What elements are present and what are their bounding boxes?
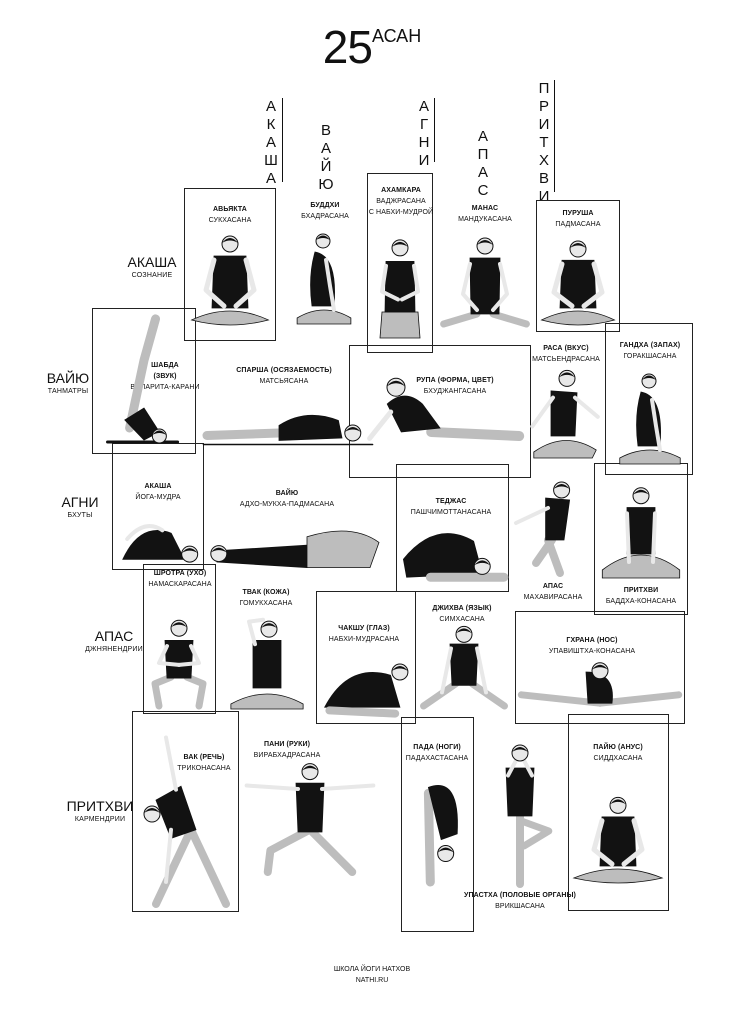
row-sublabel: СОЗНАНИЕ [131, 272, 173, 279]
pose-figure-chakshu [324, 663, 409, 718]
asana-label-rupa: РУПА (ФОРМА, ЦВЕТ)БХУДЖАНГАСАНА [416, 377, 494, 395]
asana-label-jihva: ДЖИХВА (ЯЗЫК)СИМХАСАНА [432, 605, 492, 623]
pose-figure-tejas [402, 533, 509, 582]
column-line-prithvi [554, 80, 555, 192]
frame-rupa [349, 345, 531, 478]
frame-chakshu [316, 591, 416, 724]
pose-figure-vayu-agni [210, 530, 380, 569]
pose-figure-shrotra [151, 619, 207, 710]
pose-figure-rasa [530, 369, 600, 459]
column-line-agni [434, 98, 435, 162]
frame-purusha [536, 200, 620, 332]
column-header-vayu: В А Й Ю [318, 122, 334, 193]
row-sublabel: КАРМЕНДРИИ [74, 816, 126, 823]
pose-figure-sparsha [202, 414, 374, 446]
frame-ahamkara [367, 173, 433, 353]
row-label: ПРИТХВИ [66, 798, 134, 814]
pose-figure-manas [440, 237, 530, 328]
row-header-agni: АГНИ БХУТЫ [40, 494, 120, 519]
pose-figure-vak [143, 735, 230, 908]
row-label: АГНИ [61, 494, 99, 510]
frame-pada [401, 717, 474, 932]
frame-shrotra [143, 564, 216, 714]
pose-figure-upastha [505, 744, 553, 888]
frame-payu [568, 714, 669, 911]
column-header-apas: А П А С [477, 128, 489, 199]
frame-gandha [605, 323, 693, 475]
asana-label-chakshu: ЧАКШУ (ГЛАЗ)НАБХИ-МУДРАСАНА [328, 625, 400, 643]
pose-figure-purusha [540, 240, 616, 326]
column-header-akasha: А К А Ш А [264, 98, 278, 187]
asana-label-pada: ПАДА (НОГИ)ПАДАХАСТАСАНА [405, 744, 469, 762]
column-header-prithvi: П Р И Т Х В И [538, 80, 550, 205]
title-number: 25 [322, 21, 373, 73]
asana-label-sparsha: СПАРША (ОСЯЗАЕМОСТЬ)МАТСЬЯСАНА [236, 367, 332, 385]
row-header-apas: АПАС ДЖНЯНЕНДРИИ [74, 628, 154, 653]
pose-figure-rupa [367, 377, 525, 441]
pose-figure-prithvi-agni [601, 487, 681, 579]
pose-figure-payu [572, 796, 664, 884]
asana-label-pani: ПАНИ (РУКИ)ВИРАБХАДРАСАНА [253, 741, 321, 759]
row-label: АКАША [127, 254, 177, 270]
column-line-akasha [282, 98, 283, 182]
poster-title: 25АСАН [0, 20, 744, 74]
asana-label-tvak: ТВАК (КОЖА)ГОМУКХАСАНА [239, 589, 293, 607]
asana-label-payu: ПАЙЮ (АНУС)СИДДХАСАНА [593, 744, 643, 762]
asana-label-ghrana: ГХРАНА (НОС)УПАВИШТХА-КОНАСАНА [548, 637, 636, 655]
pose-figure-tvak [230, 617, 304, 710]
pose-figure-ahamkara [379, 239, 421, 339]
pose-figure-pani [244, 763, 376, 876]
pose-figure-pada [423, 785, 458, 887]
asana-label-rasa: РАСА (ВКУС)МАТСЬЕНДРАСАНА [532, 345, 600, 363]
row-label: ВАЙЮ [46, 370, 90, 386]
frame-shabda [92, 308, 196, 454]
footer: ШКОЛА ЙОГИ НАТХОВ NATHI.RU [0, 964, 744, 986]
row-sublabel: БХУТЫ [67, 512, 93, 519]
pose-figure-apas-agni [514, 481, 571, 577]
asana-label-gandha: ГАНДХА (ЗАПАХ)ГОРАКШАСАНА [619, 342, 681, 360]
pose-figure-buddhi [296, 233, 352, 325]
row-sublabel: ДЖНЯНЕНДРИИ [85, 646, 143, 653]
pose-figure-shabda [106, 314, 180, 444]
asana-label-upastha: УПАСТХА (ПОЛОВЫЕ ОРГАНЫ)ВРИКШАСАНА [464, 892, 576, 910]
row-sublabel: ТАНМАТРЫ [47, 388, 89, 395]
pose-figure-ghrana [517, 662, 683, 707]
frame-ghrana [515, 611, 685, 724]
frame-vak [132, 711, 239, 912]
pose-figure-jihva [420, 625, 508, 710]
frame-tejas [396, 464, 509, 592]
asana-label-shrotra: ШРОТРА (УХО)НАМАСКАРАСАНА [148, 570, 212, 588]
frame-avyakta [184, 188, 276, 341]
pose-figure-avyakta [190, 235, 270, 326]
row-header-akasha: АКАША СОЗНАНИЕ [112, 254, 192, 279]
asana-label-shabda: ШАБДА(ЗВУК)ВИПАРИТА-КАРАНИ [130, 362, 200, 391]
row-header-prithvi: ПРИТХВИ КАРМЕНДРИИ [60, 798, 140, 823]
pose-figure-gandha [619, 373, 681, 465]
footer-website: NATHI.RU [355, 977, 389, 984]
column-header-agni: А Г Н И [418, 98, 430, 169]
pose-figure-akasha-agni [122, 524, 199, 563]
row-label: АПАС [94, 628, 134, 644]
row-header-vayu: ВАЙЮ ТАНМАТРЫ [28, 370, 108, 395]
title-word: АСАН [371, 26, 422, 46]
asana-label-vak: ВАК (РЕЧЬ)ТРИКОНАСАНА [177, 754, 231, 772]
footer-school-name: ШКОЛА ЙОГИ НАТХОВ [333, 966, 411, 973]
